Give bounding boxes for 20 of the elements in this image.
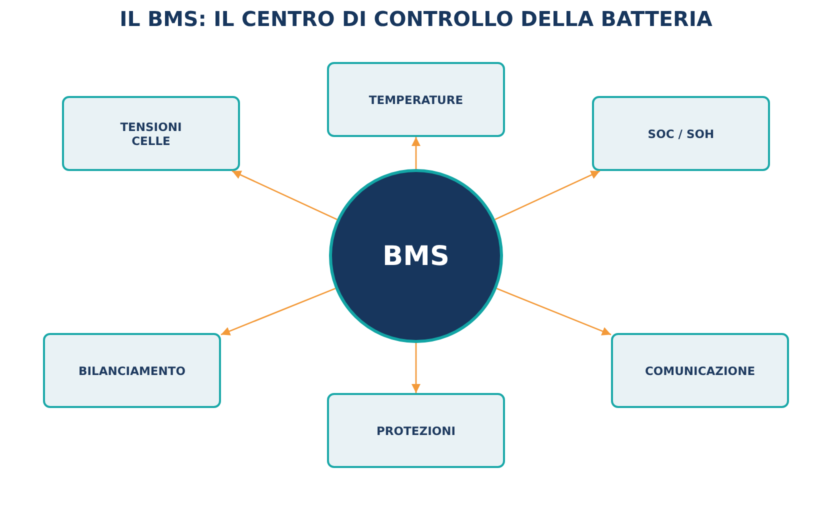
diagram-title: IL BMS: IL CENTRO DI CONTROLLO DELLA BATTERIA xyxy=(120,6,712,32)
arrow xyxy=(412,137,420,169)
box-label: BILANCIAMENTO xyxy=(78,364,186,378)
hub-label: BMS xyxy=(382,242,450,270)
function-box xyxy=(327,393,505,468)
function-box xyxy=(592,96,770,171)
arrow xyxy=(496,288,612,336)
box-label: PROTEZIONI xyxy=(376,424,456,438)
arrow xyxy=(412,343,420,393)
box-label: TENSIONI CELLE xyxy=(119,120,183,148)
arrow xyxy=(494,170,600,220)
function-box xyxy=(62,96,240,171)
function-box xyxy=(327,62,505,137)
function-box xyxy=(43,333,221,408)
arrow xyxy=(232,170,338,220)
box-label: COMUNICAZIONE xyxy=(644,364,756,378)
function-box xyxy=(611,333,789,408)
box-label: SOC / SOH xyxy=(648,126,714,140)
arrow xyxy=(220,288,336,336)
box-label: TEMPERATURE xyxy=(368,92,464,106)
